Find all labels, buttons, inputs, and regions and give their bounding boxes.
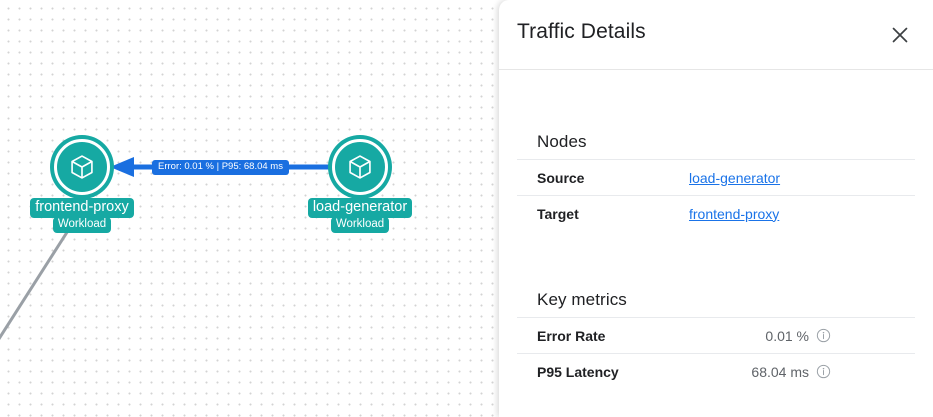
graph-node-load-generator[interactable] [328,135,392,199]
node-ring [54,139,110,195]
panel-header: Traffic Details [499,0,933,70]
close-button[interactable] [883,18,917,52]
cube-icon [349,155,371,179]
node-kind-label: Workload [52,216,112,233]
p95-latency-value: 68.04 ms [751,363,809,380]
node-name-label: load-generator [307,198,413,218]
table-row: Target frontend-proxy [517,195,915,231]
section-heading: Nodes [537,132,587,151]
target-node-link[interactable]: frontend-proxy [689,205,780,222]
key-metrics-rows: Error Rate 0.01 % P95 Latency [499,317,933,389]
node-kind-label: Workload [330,216,390,233]
row-label: Error Rate [537,327,606,344]
edge-metrics-label[interactable]: Error: 0.01 % | P95: 68.04 ms [152,160,289,176]
row-label: Source [537,169,585,186]
info-icon[interactable] [816,364,831,379]
section-nodes: Nodes Source load-generator Target front… [499,132,933,231]
section-key-metrics: Key metrics Error Rate 0.01 % [499,290,933,389]
service-graph-canvas[interactable]: frontend-proxy Workload load-generator W… [0,0,500,417]
cube-icon [71,155,93,179]
node-label-group-frontend-proxy: frontend-proxy Workload [0,198,202,233]
table-row: Source load-generator [517,159,915,195]
nodes-rows: Source load-generator Target frontend-pr… [499,159,933,231]
info-icon[interactable] [816,328,831,343]
page-title: Traffic Details [517,20,646,43]
row-label: P95 Latency [537,363,619,380]
metric-value-group: 0.01 % [689,328,915,344]
incoming-edge-line [0,214,80,340]
row-label: Target [537,205,579,222]
source-node-link[interactable]: load-generator [689,169,781,186]
graph-node-frontend-proxy[interactable] [50,135,114,199]
traffic-details-panel: Traffic Details Nodes Source load-genera… [499,0,933,417]
edge-arrowhead [110,157,134,177]
metric-value-group: 68.04 ms [689,364,915,380]
section-heading: Key metrics [537,290,627,309]
close-icon [892,27,908,43]
node-name-label: frontend-proxy [30,198,134,218]
table-row: P95 Latency 68.04 ms [517,353,915,389]
error-rate-value: 0.01 % [765,327,809,344]
node-label-group-load-generator: load-generator Workload [240,198,480,233]
table-row: Error Rate 0.01 % [517,317,915,353]
node-ring [332,139,388,195]
